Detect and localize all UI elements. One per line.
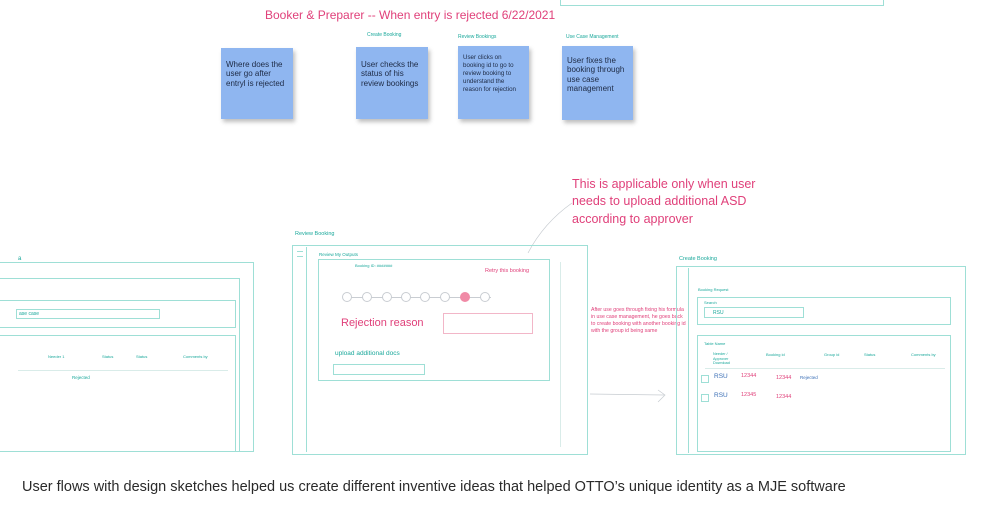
flow-arrow (589, 389, 666, 403)
left-sketch-col-1: Needer 1 (48, 354, 65, 359)
row-name: RSU (714, 373, 728, 380)
upload-docs-input[interactable] (333, 364, 425, 375)
right-sketch-table-panel (697, 335, 951, 452)
left-sketch-search-value: ase case (19, 311, 40, 317)
sticky-note-where-does-user-go: Where does the user go after entryl is r… (221, 48, 293, 119)
stepper-step-7-active (460, 292, 470, 302)
row-group-id: 12344 (776, 375, 792, 381)
left-sketch-search-input: ase case (16, 309, 160, 319)
right-sketch-col-5: Comments by (911, 352, 936, 357)
right-sketch-sidebar-line (688, 268, 689, 453)
middle-sketch-menu-icon (297, 251, 303, 257)
right-sketch-search-value: RSU (713, 310, 724, 316)
table-row: RSU 12344 12344 Rejected (700, 373, 945, 385)
left-sketch-search-panel (0, 300, 236, 328)
figure-caption: User flows with design sketches helped u… (22, 479, 846, 495)
right-sketch-search-input[interactable]: RSU (704, 307, 804, 318)
right-sketch-section-label: Booking Request (698, 287, 729, 292)
middle-sketch-frame (292, 245, 588, 455)
right-sketch-table-divider (705, 368, 945, 369)
middle-sketch-sidebar-line (306, 247, 307, 452)
whiteboard-image: Booker & Preparer -- When entry is rejec… (0, 0, 966, 455)
middle-sketch-card (318, 259, 550, 381)
column-label-review-bookings: Review Bookings (458, 34, 497, 40)
left-sketch-table-divider (18, 370, 228, 371)
stepper-step-6 (440, 292, 450, 302)
row-group-id: 12344 (776, 394, 792, 400)
row-checkbox[interactable] (701, 394, 709, 402)
left-sketch-col-4: Comments by (183, 354, 208, 359)
row-booking-id[interactable]: 12345 (741, 392, 757, 398)
stepper-step-2 (362, 292, 372, 302)
stepper-step-3 (382, 292, 392, 302)
left-sketch-table-panel (0, 335, 236, 452)
right-sketch-col-4: Status (864, 352, 876, 357)
flow-note: After use goes through fixing his formul… (591, 307, 686, 335)
row-status: Rejected (800, 375, 818, 380)
table-row: RSU 12345 12344 (700, 392, 945, 404)
row-booking-id[interactable]: 12344 (741, 373, 757, 379)
left-sketch-header: a (18, 256, 22, 262)
right-sketch-col-3: Group id (824, 352, 840, 357)
sticky-note-user-fixes-booking: User fixes the booking through use case … (562, 46, 633, 120)
middle-sketch-retry-link[interactable]: Retry this booking (485, 268, 530, 274)
middle-sketch-booking-id: Booking ID: ####### (355, 263, 393, 268)
row-name: RSU (714, 392, 728, 399)
rejection-reason-box (443, 313, 533, 334)
row-checkbox[interactable] (701, 375, 709, 383)
annotation-connector (527, 202, 573, 254)
left-sketch-row-status: Rejected (72, 375, 90, 380)
middle-sketch-nav-label: Review My Outputs (319, 252, 359, 257)
right-sketch-search-label: Search (704, 300, 717, 305)
column-label-create-booking: Create Booking (367, 32, 402, 38)
right-sketch-col-1: Needer / Approver Download (713, 352, 730, 366)
stepper-step-4 (401, 292, 411, 302)
column-label-use-case-management: Use Case Management (566, 34, 619, 40)
stepper-step-8 (480, 292, 490, 302)
right-sketch-col-2: Booking id (766, 352, 785, 357)
right-sketch-search-panel (697, 297, 951, 325)
upload-docs-label: upload additional docs (335, 350, 400, 357)
sticky-note-user-clicks-booking-id: User clicks on booking id to go to revie… (458, 46, 529, 119)
left-sketch-col-2: Status (102, 354, 114, 359)
left-sketch-col-3: Status (136, 354, 148, 359)
middle-sketch-scroll-line (560, 262, 561, 447)
frame-edge-top (560, 0, 884, 6)
stepper-step-1 (342, 292, 352, 302)
middle-sketch-page-label: Review Booking (295, 231, 335, 237)
right-sketch-frame (676, 266, 966, 455)
rejection-reason-label: Rejection reason (341, 317, 424, 329)
board-title: Booker & Preparer -- When entry is rejec… (265, 8, 556, 22)
right-sketch-table-label: Table Name (704, 341, 726, 346)
right-sketch-page-label: Create Booking (679, 256, 717, 262)
sticky-note-user-checks-status: User checks the status of his review boo… (356, 47, 428, 119)
annotation-upload-asd: This is applicable only when user needs … (572, 177, 756, 226)
stepper-step-5 (420, 292, 430, 302)
stepper-track (345, 297, 491, 298)
